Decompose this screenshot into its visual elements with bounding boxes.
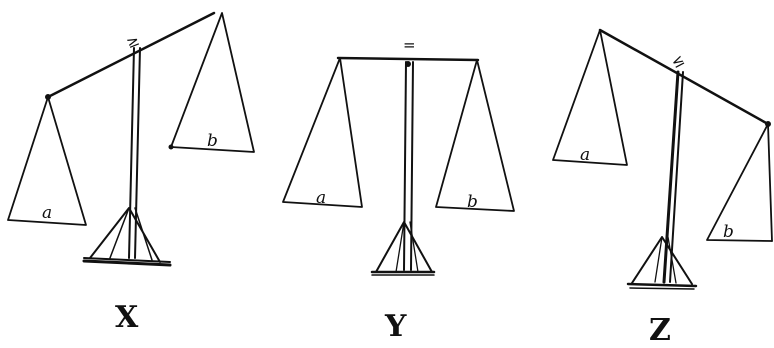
balance-z: a b ≤ Z (552, 28, 773, 348)
balance-z-base (626, 236, 698, 290)
balance-y-right-pan (435, 59, 515, 212)
balance-z-left-pan-label: a (580, 145, 590, 165)
balance-y-beam (336, 56, 480, 62)
balance-z-left-pan (552, 29, 628, 166)
balance-z-post (662, 70, 684, 284)
balance-y-comparison-symbol: = (403, 36, 416, 54)
balance-z-label: Z (649, 313, 671, 348)
balance-z-right-pan (706, 121, 773, 242)
balance-y-right-pan-label: b (467, 192, 478, 212)
balance-x: a b ≥ X (7, 11, 255, 335)
balance-y-left-pan (282, 57, 363, 208)
balance-z-beam (598, 28, 770, 126)
balance-y: a b = Y (282, 36, 515, 344)
balance-y-label: Y (384, 309, 407, 344)
balance-x-right-pan-label: b (207, 131, 218, 151)
balance-x-post (128, 47, 141, 259)
balance-z-right-pan-label: b (723, 222, 734, 242)
balance-x-right-pan (168, 12, 255, 153)
balance-x-label: X (115, 300, 139, 335)
balance-x-comparison-symbol: ≥ (124, 31, 142, 52)
balance-x-left-pan (7, 94, 87, 226)
balance-x-beam (46, 11, 216, 99)
balance-y-pivot (405, 61, 411, 67)
balance-y-base (370, 221, 436, 276)
balance-y-left-pan-label: a (316, 188, 326, 208)
balance-x-left-pan-label: a (42, 203, 52, 223)
balance-y-post (403, 61, 414, 271)
balance-x-base (82, 207, 172, 267)
